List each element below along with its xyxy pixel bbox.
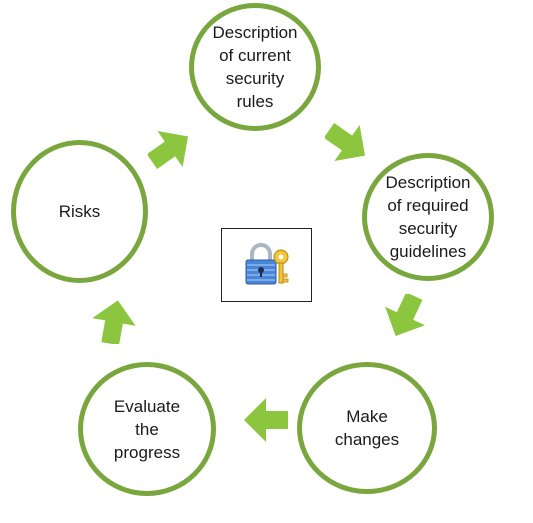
node-label: Description of required security guideli… (385, 173, 471, 261)
node-current-security-rules: Description of current security rules (189, 3, 321, 131)
arrow-icon (383, 294, 427, 338)
node-label: Description of current security rules (212, 23, 298, 111)
node-evaluate-progress: Evaluate the progress (78, 362, 216, 496)
lock-and-key-icon (245, 243, 288, 285)
node-label: Risks (58, 202, 101, 221)
node-make-changes: Make changes (297, 362, 437, 494)
arrow-icon (244, 398, 288, 442)
arrow-icon (92, 300, 136, 344)
node-risks: Risks (11, 140, 148, 283)
node-required-security-guidelines: Description of required security guideli… (362, 153, 494, 281)
arrow-icon (148, 127, 192, 171)
node-label: Evaluate the progress (113, 396, 181, 462)
node-label: Make changes (334, 407, 400, 449)
arrow-icon (325, 121, 369, 165)
center-icon-frame (221, 228, 312, 302)
